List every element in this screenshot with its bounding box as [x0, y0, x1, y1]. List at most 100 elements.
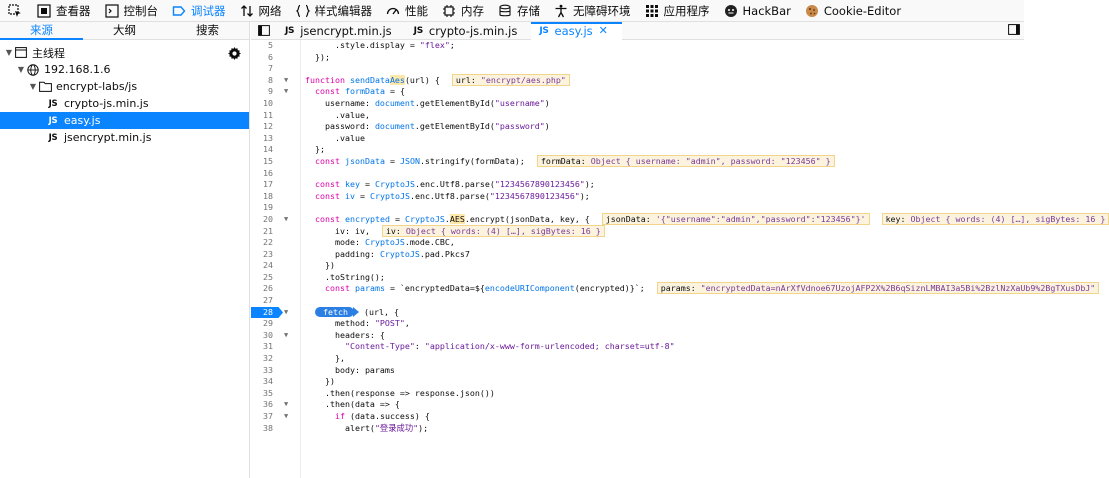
breakpoint-marker[interactable] [251, 306, 283, 319]
code-line: 27 [251, 295, 1024, 307]
fold-toggle-icon[interactable]: ▼ [284, 412, 289, 420]
line-number[interactable]: 27 [263, 295, 273, 306]
line-number[interactable]: 35 [263, 387, 273, 398]
toolbar-tab-accessibility[interactable]: 无障碍环境 [547, 0, 638, 22]
editor-tab-easy-js[interactable]: JS easy.js ✕ [531, 21, 622, 40]
fold-toggle-icon[interactable]: ▼ [284, 214, 289, 223]
line-number[interactable]: 8 [268, 74, 273, 85]
line-number[interactable]: 12 [263, 121, 273, 132]
code-line: 15 const jsonData = JSON.stringify(formD… [251, 154, 1024, 168]
editor-tab-crypto-js[interactable]: JS crypto-js.min.js [406, 22, 532, 40]
toolbar-tab-network[interactable]: 网络 [233, 0, 289, 22]
line-number[interactable]: 16 [263, 167, 273, 178]
toolbar-tab-cookie[interactable]: Cookie-Editor [798, 0, 908, 22]
code-text: const encrypted = CryptoJS.AES.encrypt(j… [305, 212, 1109, 226]
toolbar-tab-style-editor[interactable]: 样式编辑器 [289, 0, 380, 22]
line-number[interactable]: 6 [268, 51, 273, 62]
line-number[interactable]: 25 [263, 271, 273, 282]
line-number[interactable]: 22 [263, 237, 273, 248]
line-number[interactable]: 34 [263, 376, 273, 387]
tree-folder[interactable]: ▼ encrypt-labs/js [0, 78, 249, 95]
line-number[interactable]: 32 [263, 353, 273, 364]
code-line: 7 [251, 63, 1024, 75]
line-number[interactable]: 36 [263, 399, 273, 410]
tree-file-crypto-js[interactable]: JS crypto-js.min.js [0, 95, 249, 112]
line-number[interactable]: 17 [263, 179, 273, 190]
code-text: password: document.getElementById("passw… [305, 121, 550, 132]
expand-arrow-icon[interactable]: ▼ [5, 48, 13, 57]
console-icon [104, 3, 120, 19]
toolbar-tab-storage[interactable]: 存储 [491, 0, 547, 22]
line-number[interactable]: 9 [268, 86, 273, 97]
code-text: }) [305, 376, 335, 387]
code-line: 10 username: document.getElementById("us… [251, 98, 1024, 110]
toolbar-tab-application[interactable]: 应用程序 [638, 0, 717, 22]
tree-file-jsencrypt[interactable]: JS jsencrypt.min.js [0, 129, 249, 146]
line-number[interactable]: 26 [263, 283, 273, 294]
code-text: if (data.success) { [334, 411, 430, 421]
code-line: 31 "Content-Type": "application/x-www-fo… [251, 341, 1024, 353]
code-line: 33 body: params [251, 365, 1024, 377]
code-line: 30▼ headers: { [251, 330, 1024, 342]
tree-file-easy-js[interactable]: JS easy.js [0, 112, 249, 129]
line-number[interactable]: 21 [263, 225, 273, 236]
toggle-debugger-sidebar-button[interactable] [1008, 24, 1020, 38]
toolbar-tab-performance[interactable]: 性能 [379, 0, 435, 22]
line-number[interactable]: 20 [263, 213, 273, 224]
toolbar-tab-debugger[interactable]: 调试器 [165, 0, 233, 22]
line-number[interactable]: 13 [263, 132, 273, 143]
line-number[interactable]: 10 [263, 97, 273, 108]
element-picker-button[interactable] [0, 0, 30, 22]
toggle-sources-panel-button[interactable] [251, 22, 277, 40]
tree-file-label: easy.js [64, 114, 101, 127]
editor-tab-jsencrypt[interactable]: JS jsencrypt.min.js [277, 22, 406, 40]
line-number[interactable]: 33 [263, 364, 273, 375]
line-number[interactable]: 24 [263, 260, 273, 271]
globe-icon [26, 63, 40, 76]
fold-toggle-icon[interactable]: ▼ [284, 75, 289, 84]
sources-panel: 来源 大纲 搜索 ▼ 主线程 ▼ 192.168.1.6 ▼ encrypt-l… [0, 22, 250, 478]
fold-toggle-icon[interactable]: ▼ [284, 330, 289, 339]
line-number[interactable]: 19 [263, 202, 273, 213]
code-line: 19 [251, 202, 1024, 214]
code-text: padding: CryptoJS.pad.Pkcs7 [305, 248, 470, 259]
code-text: mode: CryptoJS.mode.CBC, [305, 237, 455, 248]
cookie-icon [804, 3, 820, 19]
line-number[interactable]: 31 [263, 341, 273, 352]
settings-gear-icon[interactable] [228, 47, 241, 63]
tree-host[interactable]: ▼ 192.168.1.6 [0, 61, 249, 78]
toolbar-tab-memory[interactable]: 内存 [435, 0, 491, 22]
line-number[interactable]: 15 [263, 155, 273, 166]
folder-icon [38, 80, 52, 93]
tab-outline[interactable]: 大纲 [113, 23, 136, 37]
line-number[interactable]: 28 [263, 306, 273, 317]
line-number[interactable]: 18 [263, 190, 273, 201]
line-number[interactable]: 11 [263, 109, 273, 120]
code-line: 6 }); [251, 52, 1024, 64]
line-number[interactable]: 37 [263, 411, 273, 421]
tab-sources[interactable]: 来源 [0, 22, 83, 40]
toolbar-tab-hackbar[interactable]: HackBar [717, 0, 798, 22]
fold-toggle-icon[interactable]: ▼ [284, 307, 289, 316]
expand-arrow-icon[interactable]: ▼ [17, 65, 25, 74]
toolbar-tab-console[interactable]: 控制台 [98, 0, 166, 22]
line-number[interactable]: 38 [263, 422, 273, 433]
close-tab-icon[interactable]: ✕ [598, 24, 608, 37]
expand-arrow-icon[interactable]: ▼ [29, 82, 37, 91]
line-number[interactable]: 30 [263, 329, 273, 340]
tree-main-thread[interactable]: ▼ 主线程 [0, 44, 249, 61]
fold-toggle-icon[interactable]: ▼ [284, 87, 289, 96]
line-number[interactable]: 14 [263, 144, 273, 155]
line-number[interactable]: 5 [268, 40, 273, 50]
tree-file-label: jsencrypt.min.js [64, 131, 152, 144]
fold-toggle-icon[interactable]: ▼ [284, 400, 289, 409]
code-line: 29 method: "POST", [251, 318, 1024, 330]
line-number[interactable]: 7 [268, 63, 273, 74]
line-number[interactable]: 23 [263, 248, 273, 259]
tab-search[interactable]: 搜索 [196, 23, 219, 37]
toolbar-tab-label: 网络 [258, 3, 282, 18]
line-number[interactable]: 29 [263, 318, 273, 329]
code-line: 8▼function sendDataAes(url) { url: "encr… [251, 73, 1024, 87]
toolbar-tab-inspector[interactable]: 查看器 [30, 0, 98, 22]
